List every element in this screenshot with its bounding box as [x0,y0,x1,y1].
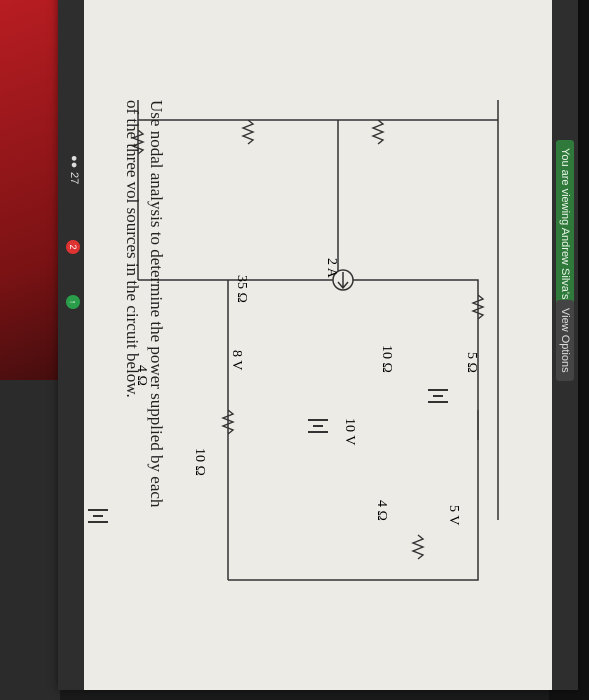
label-8v: 8 V [229,350,244,370]
background-dark [0,380,60,700]
circuit-diagram: 2 A 35 Ω 10 Ω 8 V 4 Ω 5 Ω 10 Ω 10 V 5 V … [88,100,499,581]
resistor-4-right [131,129,145,155]
resistor-4-bottom [411,534,425,560]
resistor-10-mid [221,409,235,435]
upper-branch [338,279,479,440]
label-4ohm-bottom: 4 Ω [374,500,389,521]
resistor-10-top [371,119,385,145]
label-10ohm-mid: 10 Ω [192,448,207,476]
label-4ohm-right: 4 Ω [134,365,149,386]
battery-5v [88,509,108,523]
label-10ohm-top: 10 Ω [379,345,394,373]
label-35ohm: 35 Ω [234,275,249,303]
battery-10v [308,419,328,433]
current-arrow-icon [337,272,349,290]
battery-8v [428,389,448,403]
resistor-35 [241,119,255,145]
resistor-5 [471,294,485,320]
worksheet-page: You are viewing Andrew Silva's screen Vi… [58,0,578,690]
label-2a: 2 A [324,258,339,279]
problem-text: Use nodal analysis to determine the powe… [123,100,166,508]
label-5v: 5 V [446,505,461,525]
label-5ohm: 5 Ω [464,352,479,373]
lower-loop [228,410,479,581]
rotated-content: You are viewing Andrew Silva's screen Vi… [58,0,578,690]
label-10v: 10 V [342,418,357,445]
